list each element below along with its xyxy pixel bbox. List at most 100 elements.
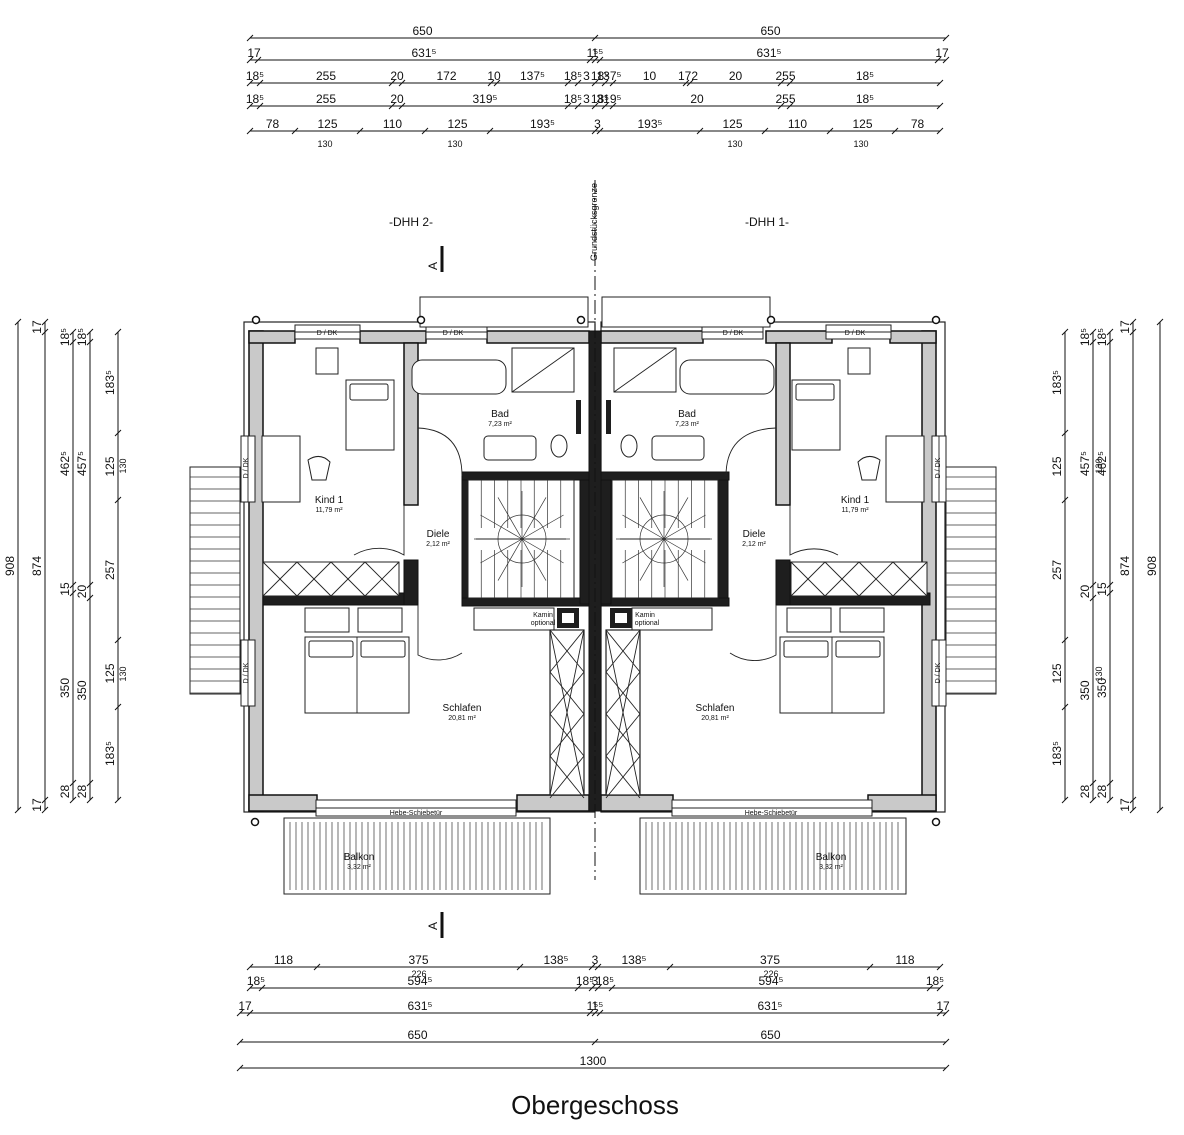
window-label: D / DK <box>243 457 250 478</box>
dimension-tick <box>236 1064 244 1072</box>
dimension-label: 319⁵ <box>473 92 498 106</box>
dimension-tick <box>777 102 785 110</box>
dimension-label: 125 <box>103 456 117 476</box>
room-name-diele-right: Diele <box>743 529 766 540</box>
pillow <box>349 383 389 401</box>
roof-edge-right <box>601 296 771 328</box>
dimension-tick <box>246 127 254 135</box>
window-label: D / DK <box>935 662 942 683</box>
dimension-tick <box>236 1009 244 1017</box>
dimension-tick <box>586 56 594 64</box>
dimension-label: 20 <box>1078 585 1092 599</box>
dimension-tick <box>588 963 596 971</box>
dimension-tick <box>86 581 94 589</box>
dimension-tick <box>596 1009 604 1017</box>
dimension-label: 1⁵ <box>592 46 604 60</box>
wall-segment <box>600 794 674 812</box>
dimension-label: 125 <box>1050 663 1064 683</box>
dimension-tick <box>666 963 674 971</box>
dimension-label: 908 <box>1145 556 1159 576</box>
dimension-tick <box>69 328 77 336</box>
dimension-label: 20 <box>390 69 404 83</box>
dimension-label: 78 <box>911 117 925 131</box>
dimension-tick <box>596 127 604 135</box>
dimension-label: 130 <box>1094 666 1104 681</box>
survey-pin <box>931 315 941 325</box>
survey-pin <box>251 315 261 325</box>
dimension-label: 193⁵ <box>638 117 663 131</box>
dimension-tick <box>934 56 942 64</box>
dimension-label: 17 <box>1118 798 1132 812</box>
dimension-tick <box>246 102 254 110</box>
dimension-tick <box>246 56 254 64</box>
dimension-label: 462⁵ <box>1095 451 1109 476</box>
dimension-label: 3 <box>583 92 590 106</box>
dimension-tick <box>696 127 704 135</box>
dimension-tick <box>564 79 572 87</box>
dimension-label: 631⁵ <box>758 999 783 1013</box>
dimension-tick <box>313 963 321 971</box>
dimension-label: 78 <box>266 117 280 131</box>
dimension-label: 20 <box>690 92 704 106</box>
room-area-diele-left: 2,12 m² <box>426 541 450 548</box>
dimension-tick <box>14 318 22 326</box>
dimension-tick <box>1106 328 1114 336</box>
dimension-label: 28 <box>1095 785 1109 799</box>
balcony <box>639 817 907 895</box>
shaft-cross <box>605 629 641 673</box>
pillow <box>795 383 835 401</box>
unit-label-left: -DHH 2- <box>389 215 433 229</box>
dimension-tick <box>936 963 944 971</box>
dimension-label: 1⁵ <box>587 46 599 60</box>
dimension-label: 594⁵ <box>408 974 433 988</box>
dimension-label: 631⁵ <box>408 999 433 1013</box>
dimension-label: 257 <box>103 560 117 580</box>
dimension-label: 17 <box>935 46 949 60</box>
dimension-label: 18⁵ <box>576 974 594 988</box>
wall-segment <box>248 794 318 812</box>
dimension-label: 17 <box>936 999 950 1013</box>
fixtures <box>189 180 997 938</box>
stair-wind-line <box>480 514 523 540</box>
dimension-label: 18⁵ <box>75 328 89 346</box>
dimension-tick <box>246 34 254 42</box>
toilet <box>620 434 638 458</box>
dimension-tick <box>86 779 94 787</box>
shaft-cross <box>549 755 585 799</box>
toilet <box>550 434 568 458</box>
dimension-label: 350 <box>58 678 72 698</box>
bath-wall-stub <box>576 400 581 434</box>
dimension-label: 255 <box>316 69 336 83</box>
wall-segment <box>359 330 427 344</box>
dimension-label: 3 <box>592 953 599 967</box>
dimension-tick <box>1129 328 1137 336</box>
dimension-tick <box>686 79 694 87</box>
dimension-tick <box>942 1009 950 1017</box>
kamin-zone <box>473 607 555 631</box>
dimension-label: 172 <box>436 69 456 83</box>
dimension-label: 350 <box>1078 680 1092 700</box>
dimension-tick <box>258 984 266 992</box>
room-name-kind-right: Kind 1 <box>841 495 870 506</box>
dimension-tick <box>114 429 122 437</box>
dimension-label: 457⁵ <box>75 451 89 476</box>
dimension-tick <box>421 127 429 135</box>
dimension-tick <box>114 496 122 504</box>
dimension-label: 137⁵ <box>597 69 622 83</box>
dimension-label: 18⁵ <box>926 974 944 988</box>
dimension-label: 183⁵ <box>103 741 117 766</box>
dimension-label: 874 <box>30 556 44 576</box>
dimension-tick <box>591 34 599 42</box>
wardrobe-line <box>858 561 894 597</box>
bathtub <box>679 359 775 395</box>
room-area-balkon-right: 3,32 m² <box>819 864 843 871</box>
room-name-schlafen-left: Schlafen <box>443 703 482 714</box>
dimension-label: 15 <box>1095 582 1109 596</box>
room-area-bad-left: 7,23 m² <box>488 421 512 428</box>
dimension-tick <box>1106 779 1114 787</box>
pillow <box>835 640 881 658</box>
kamin-zone <box>631 607 713 631</box>
wall-segment <box>600 471 612 605</box>
dimension-tick <box>786 102 794 110</box>
